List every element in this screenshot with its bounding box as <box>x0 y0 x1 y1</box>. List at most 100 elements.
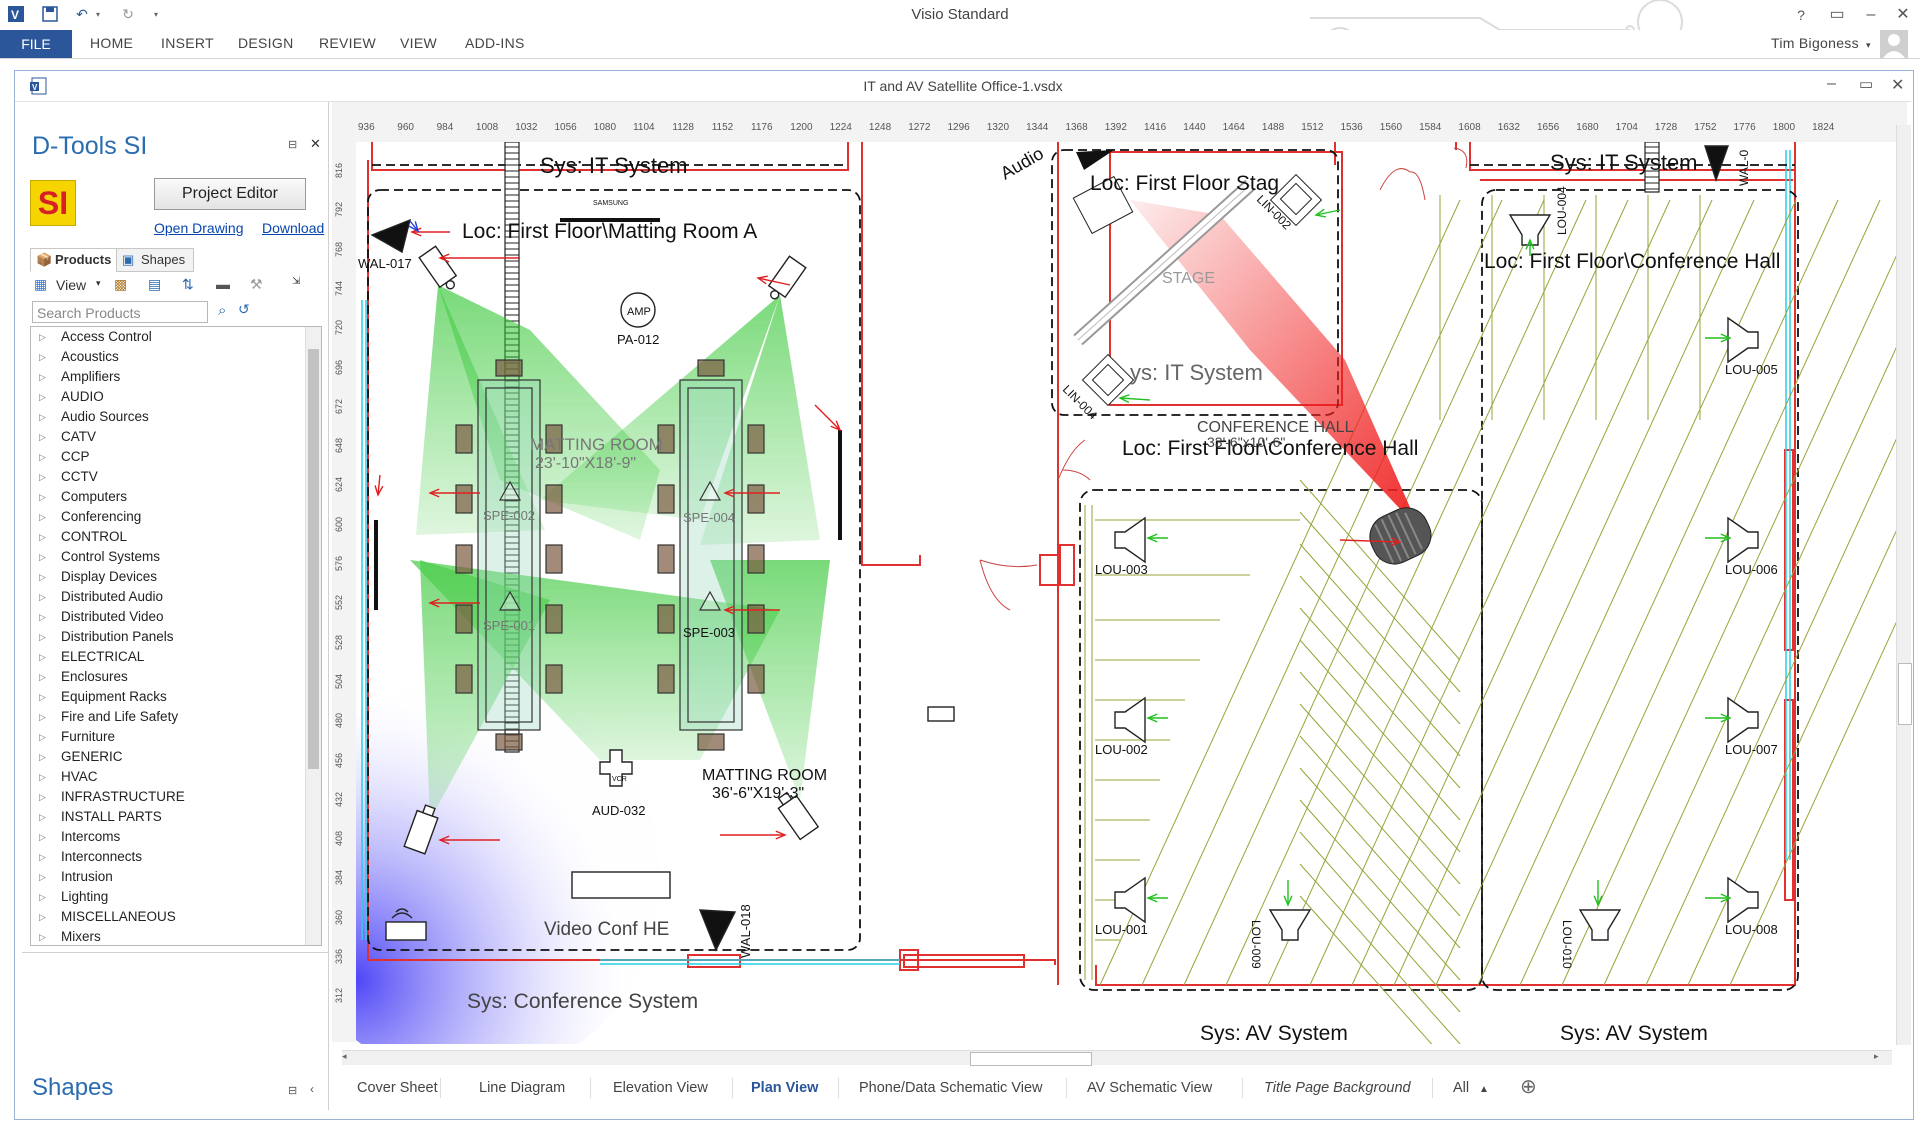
tab-design[interactable]: DESIGN <box>238 35 294 51</box>
tab-insert[interactable]: INSERT <box>161 35 214 51</box>
tab-products[interactable]: 📦 Products <box>30 248 121 272</box>
vertical-scrollbar[interactable] <box>1896 125 1912 1045</box>
category-item[interactable]: Distributed Audio <box>31 587 321 607</box>
category-item[interactable]: Fire and Life Safety <box>31 707 321 727</box>
page-tabs-bar: Cover Sheet Line Diagram Elevation View … <box>332 1068 1907 1108</box>
sort-icon[interactable]: ⇅ <box>182 276 194 292</box>
category-item[interactable]: Intrusion <box>31 867 321 887</box>
tab-shapes[interactable]: ▣ Shapes <box>116 248 195 272</box>
scroll-left-icon[interactable]: ◂ <box>342 1051 347 1061</box>
customize-qat-icon[interactable]: ▾ <box>153 9 158 19</box>
category-item[interactable]: Furniture <box>31 727 321 747</box>
undo-dropdown-icon[interactable]: ▾ <box>95 9 100 19</box>
shapes-pane-expand-icon[interactable]: ⊟ <box>288 1085 298 1097</box>
category-item[interactable]: CCTV <box>31 467 321 487</box>
view-icon[interactable]: ▦ <box>34 276 48 292</box>
view-dropdown[interactable]: View <box>56 277 87 293</box>
h-scroll-thumb[interactable] <box>970 1052 1092 1066</box>
ribbon-display-button[interactable]: ▭ <box>1829 6 1845 23</box>
search-products-input[interactable]: Search Products <box>32 301 208 323</box>
all-pages-chevron-icon[interactable]: ▲ <box>1479 1084 1489 1095</box>
category-item[interactable]: INSTALL PARTS <box>31 807 321 827</box>
page-tab-line-diagram[interactable]: Line Diagram <box>479 1080 566 1096</box>
doc-restore-button[interactable]: ▭ <box>1859 76 1874 93</box>
tree-scroll-thumb[interactable] <box>308 349 319 769</box>
package-icon[interactable]: ▩ <box>114 276 128 292</box>
category-item[interactable]: Interconnects <box>31 847 321 867</box>
category-item[interactable]: Enclosures <box>31 667 321 687</box>
tab-review[interactable]: REVIEW <box>319 35 377 51</box>
toolbar-overflow-icon[interactable]: ⇲ <box>292 276 301 287</box>
category-item[interactable]: Access Control <box>31 327 321 347</box>
doc-minimize-button[interactable]: – <box>1827 75 1836 92</box>
cable-ladder-top <box>1644 142 1660 193</box>
v-scroll-thumb[interactable] <box>1898 663 1912 725</box>
add-page-icon[interactable]: ⊕ <box>1520 1076 1537 1098</box>
filter-icon[interactable]: ▤ <box>148 276 162 292</box>
label-amp: AMP <box>627 306 651 318</box>
open-drawing-link[interactable]: Open Drawing <box>154 220 244 236</box>
user-avatar[interactable] <box>1880 30 1908 58</box>
page-tab-cover-sheet[interactable]: Cover Sheet <box>357 1080 438 1096</box>
category-item[interactable]: HVAC <box>31 767 321 787</box>
doc-close-button[interactable]: ✕ <box>1891 77 1905 94</box>
minimize-button[interactable]: – <box>1866 6 1876 23</box>
tab-add-ins[interactable]: ADD-INS <box>465 35 525 51</box>
page-tab-elevation-view[interactable]: Elevation View <box>613 1080 708 1096</box>
tab-file[interactable]: FILE <box>0 30 72 58</box>
category-item[interactable]: MISCELLANEOUS <box>31 907 321 927</box>
save-icon[interactable] <box>40 4 60 24</box>
shapes-pane-collapse-icon[interactable]: ‹ <box>310 1082 314 1096</box>
page-tab-phone-data-schematic[interactable]: Phone/Data Schematic View <box>859 1080 1043 1096</box>
page-tab-plan-view[interactable]: Plan View <box>751 1080 819 1096</box>
pane-pin-icon[interactable]: ⊟ <box>288 139 298 151</box>
label-lou004: LOU-004 <box>1555 186 1569 235</box>
category-item[interactable]: AUDIO <box>31 387 321 407</box>
tab-view[interactable]: VIEW <box>400 35 437 51</box>
category-item[interactable]: CATV <box>31 427 321 447</box>
redo-icon[interactable]: ↻ <box>122 5 134 22</box>
category-item[interactable]: Mixers <box>31 927 321 945</box>
category-item[interactable]: Intercoms <box>31 827 321 847</box>
category-item[interactable]: Lighting <box>31 887 321 907</box>
category-item[interactable]: Equipment Racks <box>31 687 321 707</box>
category-item[interactable]: Audio Sources <box>31 407 321 427</box>
refresh-icon[interactable]: ↺ <box>238 301 250 317</box>
search-icon[interactable]: ⌕ <box>218 302 227 319</box>
stamp-icon[interactable]: ▬ <box>216 276 230 292</box>
category-item[interactable]: Amplifiers <box>31 367 321 387</box>
user-name[interactable]: Tim Bigoness <box>1771 35 1859 51</box>
category-item[interactable]: INFRASTRUCTURE <box>31 787 321 807</box>
project-editor-button[interactable]: Project Editor <box>154 178 306 210</box>
undo-icon[interactable]: ↶ <box>76 5 88 22</box>
arrow-head <box>1283 895 1293 907</box>
scroll-right-icon[interactable]: ▸ <box>1874 1051 1879 1061</box>
tree-scrollbar[interactable] <box>305 327 321 945</box>
category-item[interactable]: Acoustics <box>31 347 321 367</box>
category-item[interactable]: CONTROL <box>31 527 321 547</box>
view-chevron-icon[interactable]: ▾ <box>96 278 101 288</box>
page-tab-title-page-background[interactable]: Title Page Background <box>1264 1080 1411 1096</box>
category-item[interactable]: CCP <box>31 447 321 467</box>
category-item[interactable]: Conferencing <box>31 507 321 527</box>
pane-close-icon[interactable]: ✕ <box>310 136 321 151</box>
category-item[interactable]: Display Devices <box>31 567 321 587</box>
drawing-canvas[interactable]: Sys: IT System Sys: IT System ys: IT Sys… <box>356 142 1907 1044</box>
horizontal-scrollbar[interactable]: ◂ ▸ <box>342 1050 1892 1066</box>
user-menu-chevron-icon[interactable]: ▾ <box>1866 40 1871 50</box>
download-link[interactable]: Download <box>262 220 325 236</box>
tab-home[interactable]: HOME <box>90 35 134 51</box>
close-button[interactable]: ✕ <box>1896 6 1910 23</box>
dtools-title: D-Tools SI <box>32 132 148 160</box>
floor-plan[interactable]: Sys: IT System Sys: IT System ys: IT Sys… <box>356 142 1907 1044</box>
category-item[interactable]: ELECTRICAL <box>31 647 321 667</box>
page-tab-all[interactable]: All <box>1453 1080 1470 1096</box>
tools-icon[interactable]: ⚒ <box>250 276 263 292</box>
category-item[interactable]: Control Systems <box>31 547 321 567</box>
category-item[interactable]: GENERIC <box>31 747 321 767</box>
help-button[interactable]: ? <box>1797 7 1805 23</box>
category-item[interactable]: Distributed Video <box>31 607 321 627</box>
category-item[interactable]: Distribution Panels <box>31 627 321 647</box>
page-tab-av-schematic[interactable]: AV Schematic View <box>1087 1080 1213 1096</box>
category-item[interactable]: Computers <box>31 487 321 507</box>
